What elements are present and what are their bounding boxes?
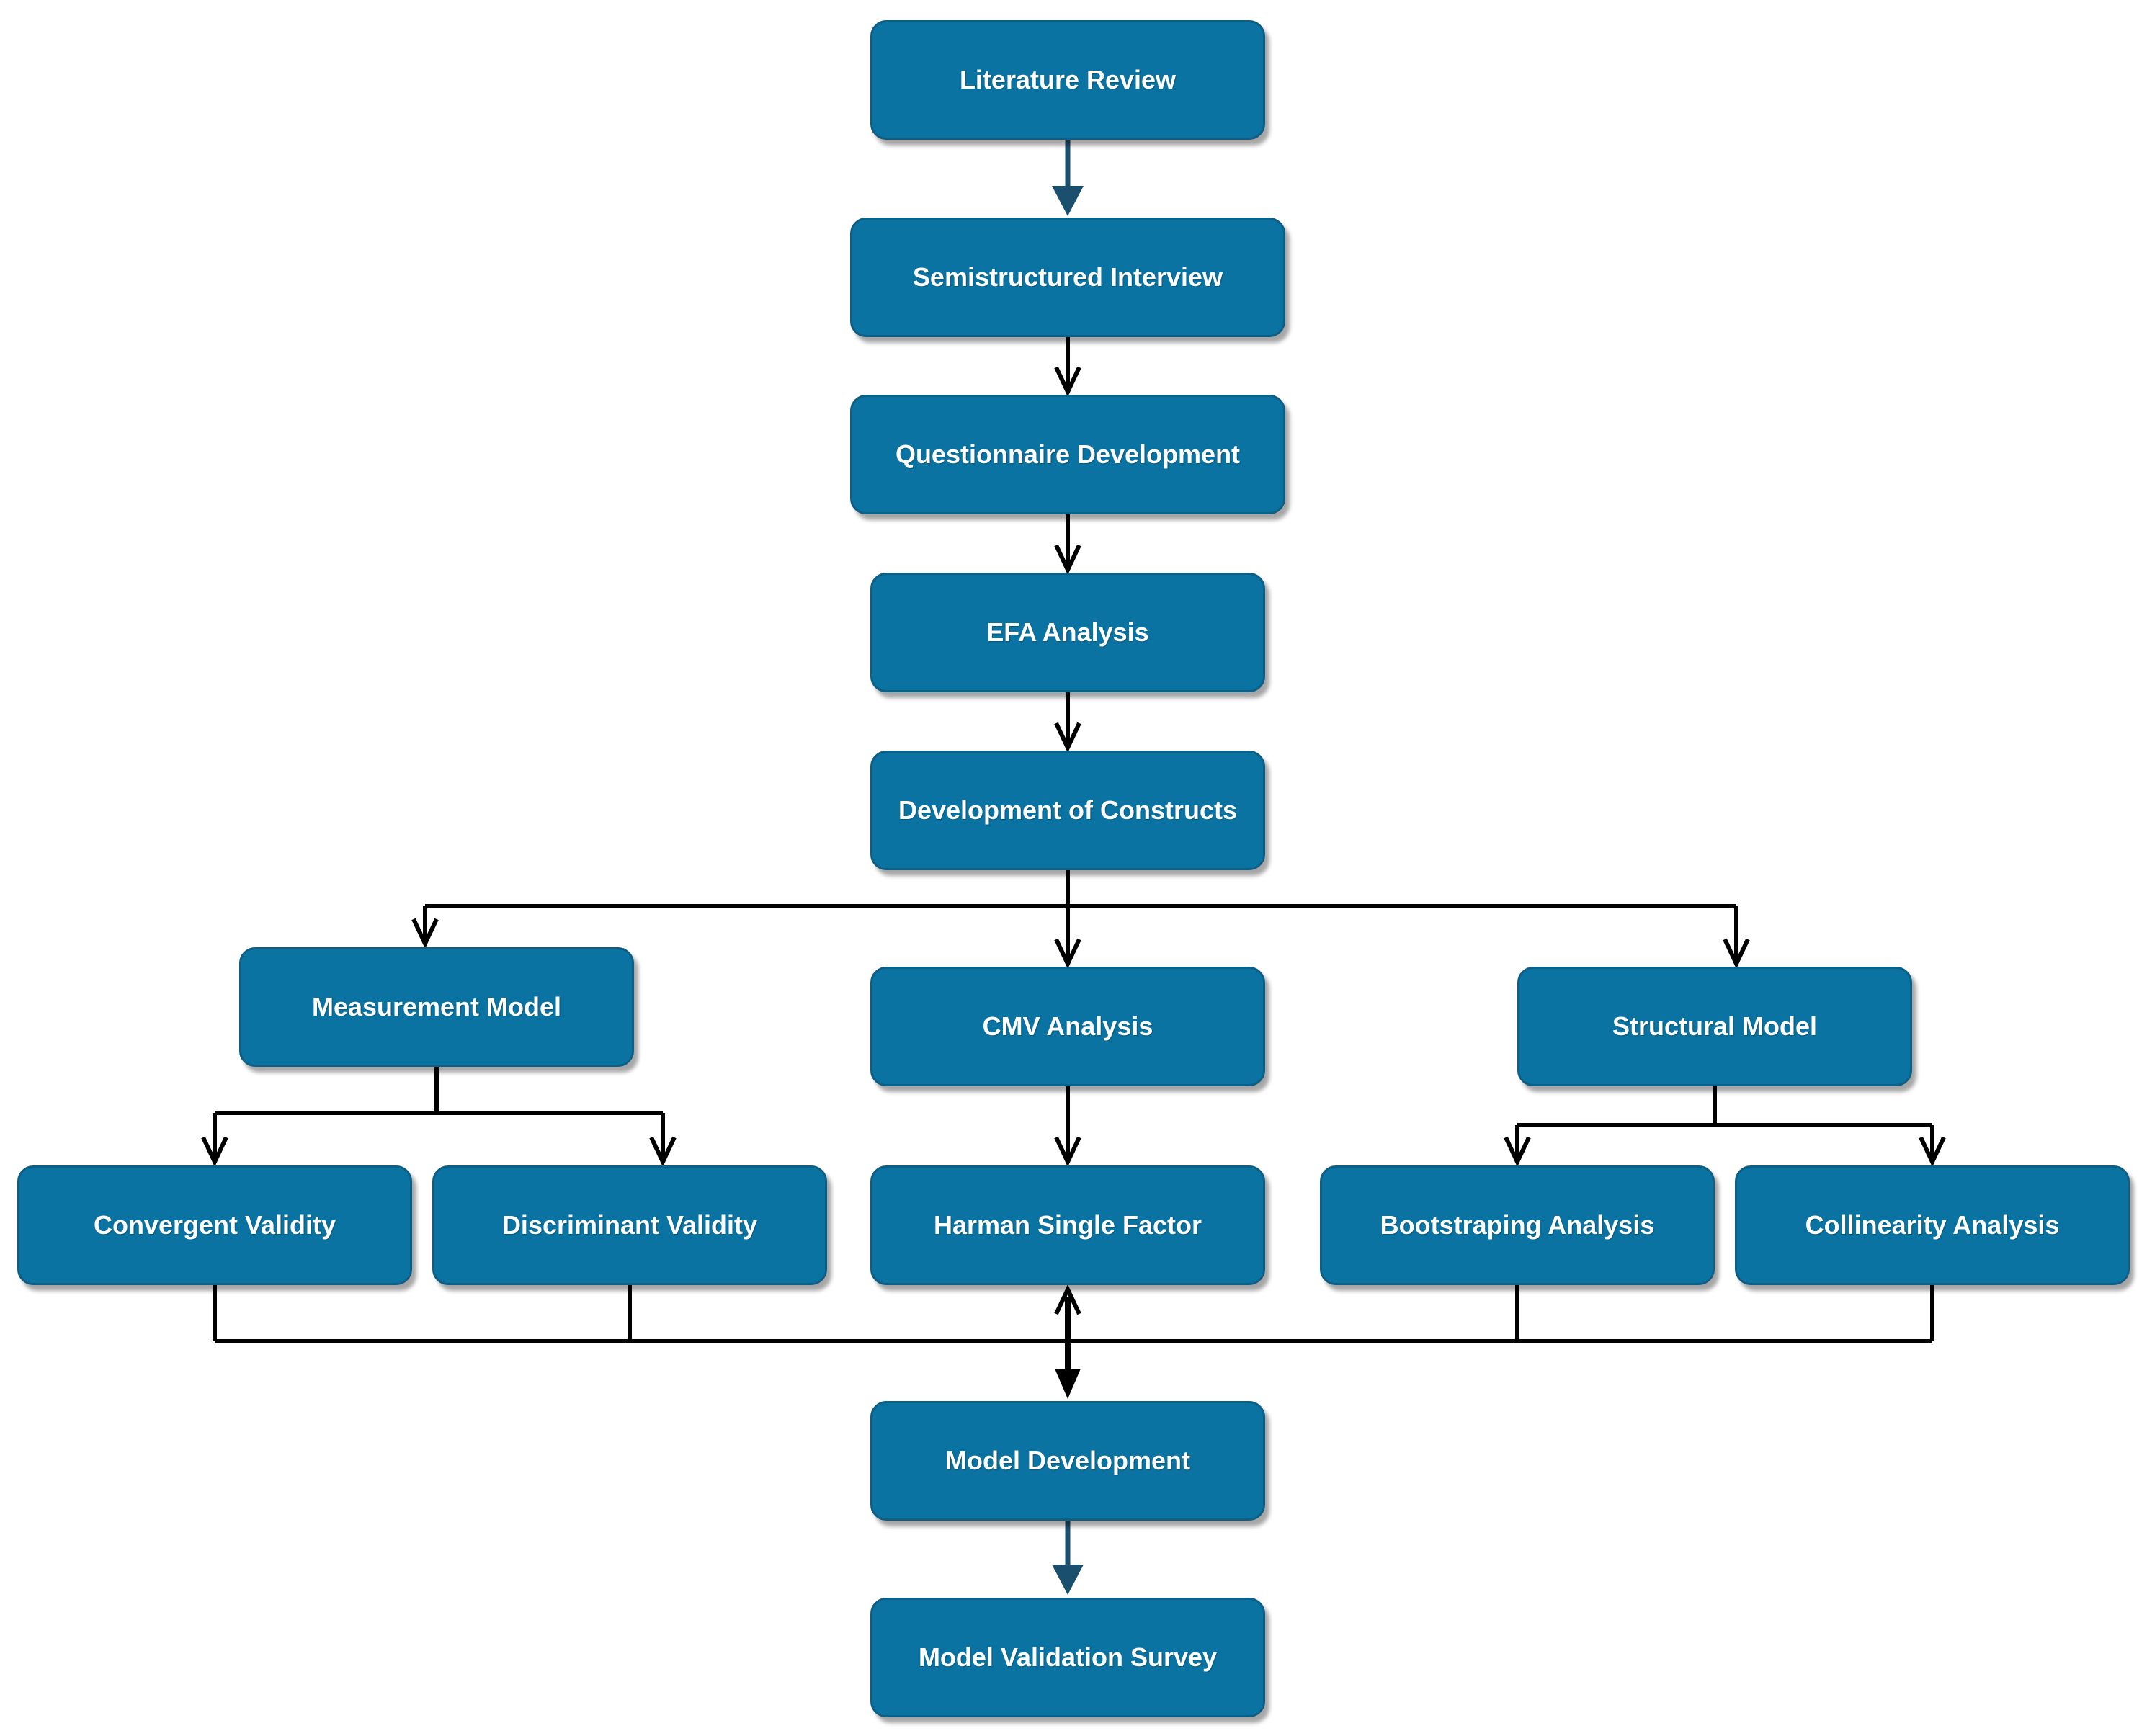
- node-questionnaire-development: Questionnaire Development: [850, 395, 1285, 514]
- edge-efa-to-constructs-arrowhead: [1054, 722, 1081, 753]
- node-structural-model: Structural Model: [1517, 967, 1912, 1086]
- node-cmv-analysis: CMV Analysis: [870, 967, 1265, 1086]
- edge-harman-up-arrowhead: [1054, 1284, 1081, 1315]
- edge-measurement-to-discriminant-arrowhead: [649, 1136, 677, 1168]
- edge-collector-to-model-dev-arrowhead: [1055, 1369, 1081, 1399]
- edge-cmv-to-harman-arrowhead: [1054, 1136, 1081, 1168]
- edge-constructs-to-cmv-arrowhead: [1054, 938, 1081, 970]
- node-efa-analysis: EFA Analysis: [870, 573, 1265, 692]
- node-model-development: Model Development: [870, 1401, 1265, 1521]
- edge-model-dev-to-validation-arrowhead: [1052, 1565, 1084, 1595]
- edge-semistructured-to-questionnaire-arrowhead: [1054, 366, 1081, 398]
- node-semistructured-interview: Semistructured Interview: [850, 218, 1285, 337]
- node-development-of-constructs: Development of Constructs: [870, 751, 1265, 870]
- node-bootstraping-analysis: Bootstraping Analysis: [1320, 1165, 1715, 1285]
- edge-measurement-to-convergent-arrowhead: [201, 1136, 228, 1168]
- edge-literature-to-semistructured-arrowhead: [1052, 186, 1084, 216]
- edge-questionnaire-to-efa-arrowhead: [1054, 544, 1081, 576]
- edge-constructs-to-measurement-arrowhead: [411, 918, 439, 949]
- node-model-validation-survey: Model Validation Survey: [870, 1598, 1265, 1717]
- edge-structural-to-bootstrap-arrowhead: [1504, 1136, 1531, 1168]
- node-measurement-model: Measurement Model: [239, 947, 634, 1067]
- edge-constructs-to-structural-arrowhead: [1723, 938, 1750, 970]
- node-literature-review: Literature Review: [870, 20, 1265, 140]
- edge-structural-to-collinearity-arrowhead: [1919, 1136, 1946, 1168]
- node-convergent-validity: Convergent Validity: [17, 1165, 412, 1285]
- node-discriminant-validity: Discriminant Validity: [432, 1165, 827, 1285]
- node-collinearity-analysis: Collinearity Analysis: [1735, 1165, 2130, 1285]
- node-harman-single-factor: Harman Single Factor: [870, 1165, 1265, 1285]
